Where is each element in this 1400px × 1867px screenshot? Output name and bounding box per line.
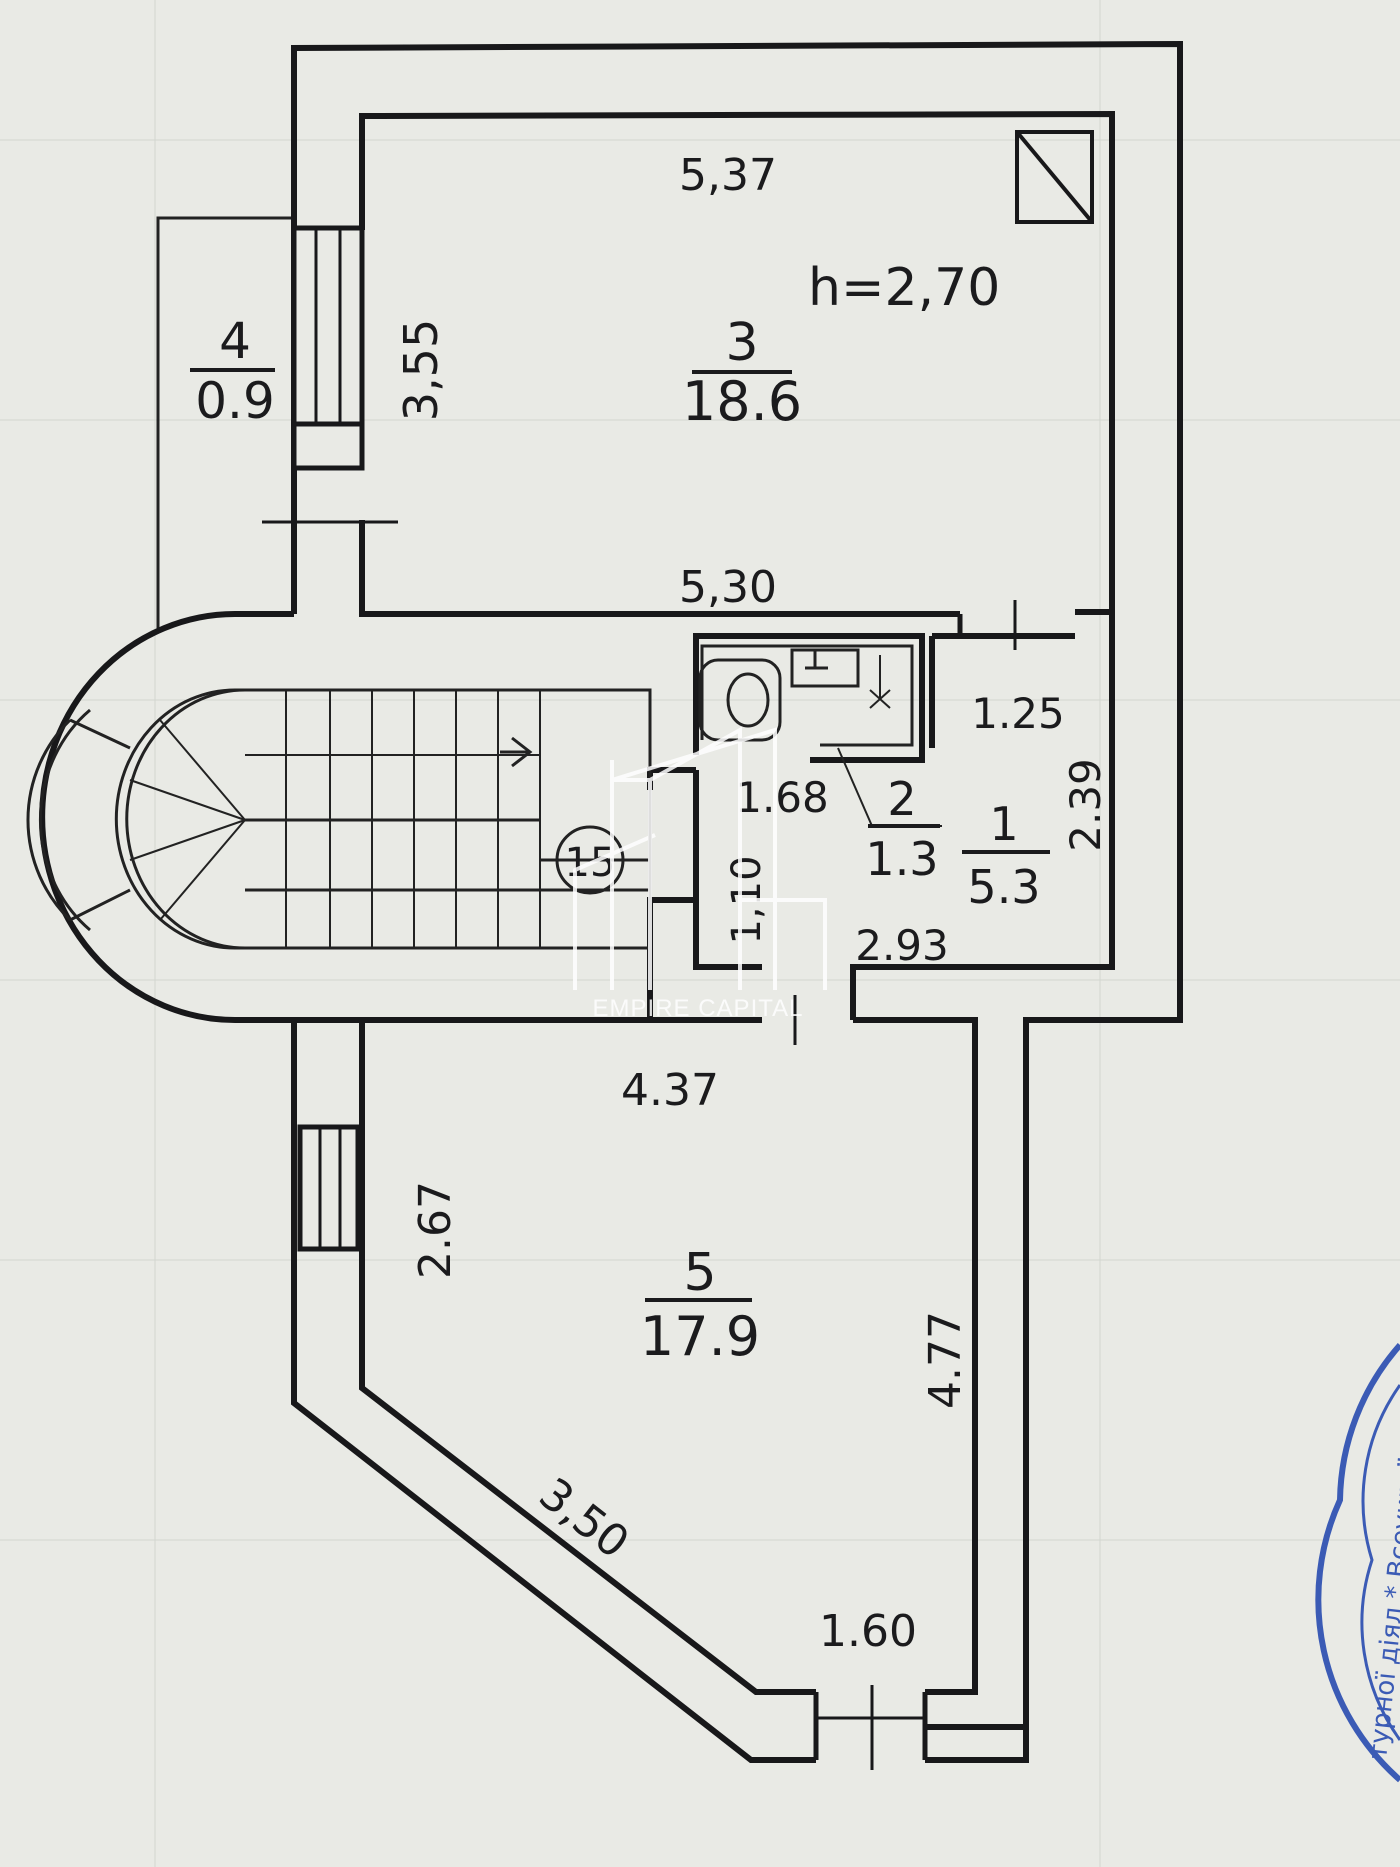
room3-number: 3 [725, 313, 758, 373]
stamp-text: турної діял * Всеукраї [1363, 1457, 1400, 1761]
dim-room5-diagonal: 3,50 [530, 1468, 639, 1569]
room2-area: 1.3 [865, 832, 938, 886]
window-room5 [297, 1124, 361, 1252]
room1-area: 5.3 [967, 860, 1040, 914]
room5-outer-wall [291, 1020, 1029, 1763]
staircase [26, 578, 652, 1023]
watermark-text: EMPIRE CAPITAL [593, 995, 804, 1022]
vent-shaft [1015, 130, 1094, 224]
dim-room3-top: 5,37 [679, 150, 777, 201]
room1-number: 1 [989, 797, 1018, 851]
window-room3 [262, 225, 398, 524]
dim-room1-bottom: 2.93 [855, 921, 949, 970]
dim-room5-top: 4.37 [621, 1065, 719, 1116]
room1-right-wall [850, 609, 1115, 1020]
fraction-bars [190, 368, 1050, 1302]
dim-room1-top: 1.25 [971, 689, 1065, 738]
dim-room1-right: 2.39 [1061, 758, 1110, 852]
room3-bottom-wall [359, 520, 960, 617]
dim-room3-left: 3,55 [394, 319, 448, 421]
room4-number: 4 [219, 312, 251, 370]
stair-number-circle [555, 825, 625, 895]
dim-room5-right: 4.77 [920, 1311, 971, 1409]
dim-hall-width: 1.68 [735, 773, 829, 822]
room4-area: 0.9 [195, 372, 275, 430]
room3-area: 18.6 [682, 370, 802, 433]
stamp-seal: турної діял * Всеукраї [1315, 1343, 1400, 1783]
room5-inner-wall [359, 1017, 978, 1695]
dim-room5-bottom: 1.60 [819, 1606, 917, 1657]
ceiling-height: h=2,70 [808, 258, 1000, 318]
room2-number: 2 [887, 772, 916, 826]
room5-number: 5 [683, 1243, 716, 1303]
watermark-logo: EMPIRE CAPITAL [573, 726, 827, 1022]
room5-area: 17.9 [640, 1305, 760, 1368]
dim-room3-bottom: 5,30 [679, 562, 777, 613]
dim-room5-left: 2.67 [410, 1181, 461, 1279]
balcony-outline [156, 216, 294, 630]
inner-wall-top [359, 110, 1115, 612]
window-room5-bottom [813, 1685, 928, 1770]
